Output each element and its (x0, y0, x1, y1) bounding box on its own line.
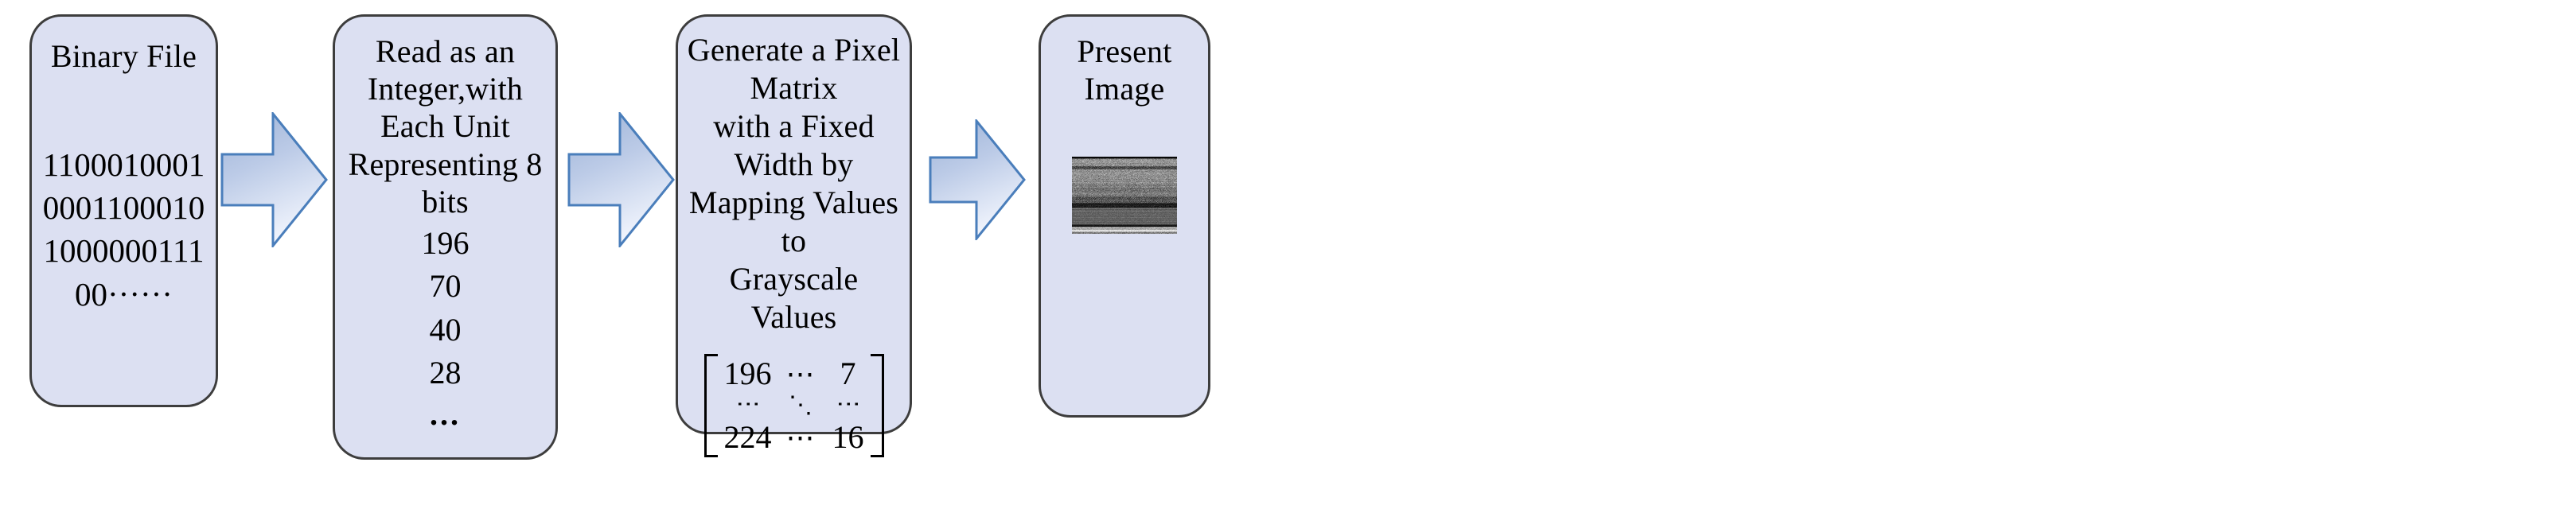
matrix-ddots-center: ⋱ (789, 392, 815, 418)
matrix-right-bracket (870, 354, 884, 457)
matrix-cell-bottom-left: 224 (723, 419, 772, 455)
step-box-read-integer[interactable]: Read as an Integer,with Each Unit Repres… (333, 14, 558, 460)
step-title-present-image: Present Image (1077, 33, 1172, 107)
matrix-grid: 196 ⋯ 7 ⋮ ⋱ ⋮ 224 ⋯ 16 (718, 354, 871, 457)
step-box-present-image[interactable]: Present Image (1039, 14, 1210, 418)
step-body-binary-digits: 1100010001 0001100010 1000000111 00·····… (42, 146, 205, 313)
arrow-right-icon-1 (220, 112, 328, 247)
pixel-matrix: 196 ⋯ 7 ⋮ ⋱ ⋮ 224 ⋯ 16 (703, 354, 884, 457)
step-body-integer-values: 196 70 40 28 (421, 224, 470, 391)
step-box-binary-file[interactable]: Binary File 1100010001 0001100010 100000… (29, 14, 218, 407)
arrow-right-icon-3 (929, 119, 1026, 240)
matrix-cell-top-right: 7 (840, 356, 856, 391)
arrow-right-icon-2 (567, 112, 675, 247)
matrix-vdots-right: ⋮ (835, 392, 862, 419)
matrix-cell-top-left: 196 (723, 356, 772, 391)
step-body-ellipsis: ... (430, 395, 461, 432)
matrix-hdots-top: ⋯ (785, 358, 818, 390)
matrix-hdots-bottom: ⋯ (785, 422, 818, 453)
byteplot-image (1072, 157, 1177, 235)
matrix-cell-bottom-right: 16 (832, 419, 864, 455)
step-title-read-integer: Read as an Integer,with Each Unit Repres… (348, 33, 543, 220)
step-box-pixel-matrix[interactable]: Generate a Pixel Matrix with a Fixed Wid… (676, 14, 912, 457)
step-title-binary-file: Binary File (50, 38, 197, 74)
matrix-left-bracket (703, 354, 718, 457)
matrix-vdots-left: ⋮ (735, 392, 762, 419)
byteplot-canvas (1072, 157, 1177, 235)
step-title-pixel-matrix: Generate a Pixel Matrix with a Fixed Wid… (687, 32, 901, 335)
